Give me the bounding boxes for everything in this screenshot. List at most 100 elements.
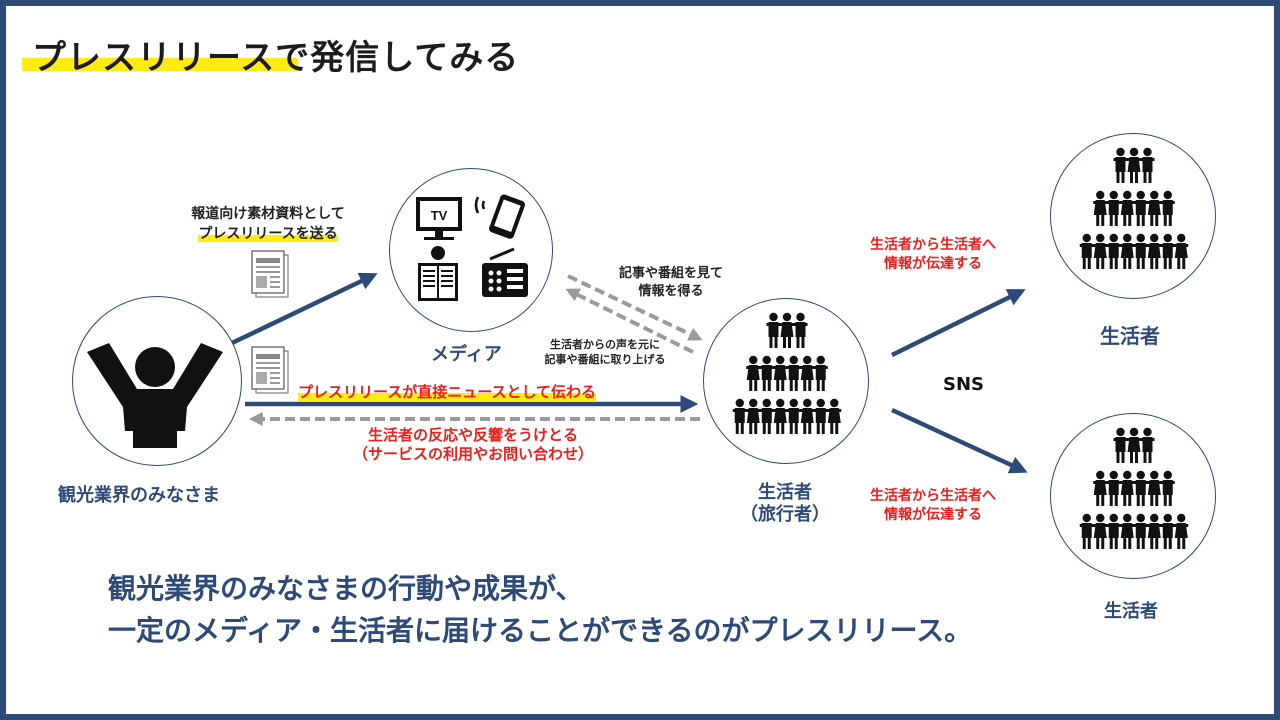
crowd-icon [1079, 427, 1189, 549]
person-figure [800, 355, 815, 391]
share-top-line1: 生活者から生活者へ [870, 237, 996, 253]
person-figure [793, 312, 808, 348]
person-figure [1120, 470, 1135, 506]
person-figure [786, 398, 801, 434]
person-figure [1106, 513, 1121, 549]
person-figure [1093, 233, 1108, 269]
person-figure [780, 312, 794, 348]
share-top-line2: 情報が伝達する [884, 256, 982, 272]
person-figure [773, 355, 788, 391]
consumer-center-label: 生活者 （旅行者） [730, 482, 840, 526]
person-figure [1160, 190, 1175, 226]
industry-label: 観光業界のみなさま [58, 485, 220, 506]
direct-news-text: プレスリリースが直接ニュースとして伝わる [298, 383, 597, 401]
to-media-caption-line2: プレスリリースを送る [198, 226, 338, 242]
person-figure [773, 398, 788, 434]
share-bottom-line2: 情報が伝達する [884, 507, 982, 523]
person-figure [1147, 513, 1162, 549]
consumer-to-media-caption: 生活者からの声を元に 記事や番組に取り上げる [520, 337, 690, 367]
consumer-top-label: 生活者 [1100, 324, 1160, 348]
person-figure [1140, 147, 1155, 183]
person-figure [1160, 470, 1175, 506]
person-figure [1106, 233, 1121, 269]
feedback-line2: （サービスの利用やお問い合わせ） [352, 445, 593, 463]
person-figure [786, 355, 801, 391]
tv-text: TV [431, 208, 448, 223]
person-figure [1120, 233, 1135, 269]
consumer-center-label-line1: 生活者 [758, 482, 812, 503]
cheering-person-icon [87, 343, 223, 448]
consumer-center-label-line2: （旅行者） [740, 504, 830, 525]
person-figure [813, 355, 828, 391]
person-figure [759, 355, 774, 391]
consumer-center-circle [703, 298, 869, 464]
person-figure [1147, 190, 1162, 226]
sns-label: SNS [943, 374, 984, 395]
person-figure [1093, 190, 1108, 226]
industry-circle [72, 296, 242, 466]
consumer-bottom-label: 生活者 [1104, 601, 1158, 622]
arrow-sns-top [891, 289, 1026, 358]
person-figure [1093, 513, 1108, 549]
person-figure [766, 312, 781, 348]
crowd-icon [732, 312, 842, 434]
person-figure [1133, 513, 1148, 549]
person-figure [827, 398, 842, 434]
consumer-top-circle [1050, 133, 1216, 299]
person-figure [746, 398, 761, 434]
person-figure [1106, 470, 1121, 506]
person-figure [1120, 190, 1135, 226]
tv-icon: TV [416, 197, 462, 240]
to-media-caption: 報道向け素材資料として プレスリリースを送る [168, 204, 368, 244]
summary-line1: 観光業界のみなさまの行動や成果が、 [108, 572, 584, 605]
smartphone-icon [474, 194, 525, 239]
crowd-icon [1079, 147, 1189, 269]
person-figure [1160, 513, 1175, 549]
summary-line2: 一定のメディア・生活者に届けることができるのがプレスリリース。 [108, 614, 973, 647]
person-figure [1079, 513, 1094, 549]
person-figure [1140, 427, 1155, 463]
person-figure [732, 398, 747, 434]
newspaper-reader-icon [418, 246, 458, 301]
person-figure [1127, 427, 1141, 463]
feedback-line1: 生活者の反応や反響をうけとる [367, 426, 578, 444]
arrow-media-to-consumer [567, 274, 703, 341]
person-figure [813, 398, 828, 434]
radio-icon [482, 247, 528, 297]
person-figure [1120, 513, 1135, 549]
person-figure [1113, 427, 1128, 463]
media-to-consumer-caption: 記事や番組を見て 情報を得る [596, 265, 746, 301]
share-bottom-line1: 生活者から生活者へ [870, 488, 996, 504]
person-figure [1174, 513, 1189, 549]
arrow-sns-bottom [891, 407, 1028, 474]
person-figure [1160, 233, 1175, 269]
consumer-to-media-line2: 記事や番組に取り上げる [544, 353, 666, 366]
arrow-industry-to-media [231, 272, 378, 346]
arrow-consumer-to-media [565, 288, 694, 354]
person-figure [1133, 233, 1148, 269]
page-title: プレスリリースで発信してみる [32, 38, 520, 78]
person-figure [1133, 470, 1148, 506]
share-top-caption: 生活者から生活者へ 情報が伝達する [848, 236, 1018, 274]
title-highlight [22, 58, 298, 71]
person-figure [1093, 470, 1108, 506]
document-icon-1 [251, 250, 289, 298]
to-media-caption-line1: 報道向け素材資料として [191, 206, 345, 222]
person-figure [1127, 147, 1141, 183]
person-figure [1106, 190, 1121, 226]
person-figure [800, 398, 815, 434]
person-figure [1147, 470, 1162, 506]
consumer-bottom-circle [1050, 413, 1216, 579]
person-figure [759, 398, 774, 434]
person-figure [746, 355, 761, 391]
media-to-consumer-line2: 情報を得る [638, 284, 704, 299]
person-figure [1113, 147, 1128, 183]
person-figure [1147, 233, 1162, 269]
feedback-caption: 生活者の反応や反響をうけとる （サービスの利用やお問い合わせ） [318, 426, 628, 464]
media-label: メディア [431, 344, 502, 365]
consumer-to-media-line1: 生活者からの声を元に [550, 338, 660, 351]
document-icon-2 [251, 346, 289, 394]
person-figure [1174, 233, 1189, 269]
